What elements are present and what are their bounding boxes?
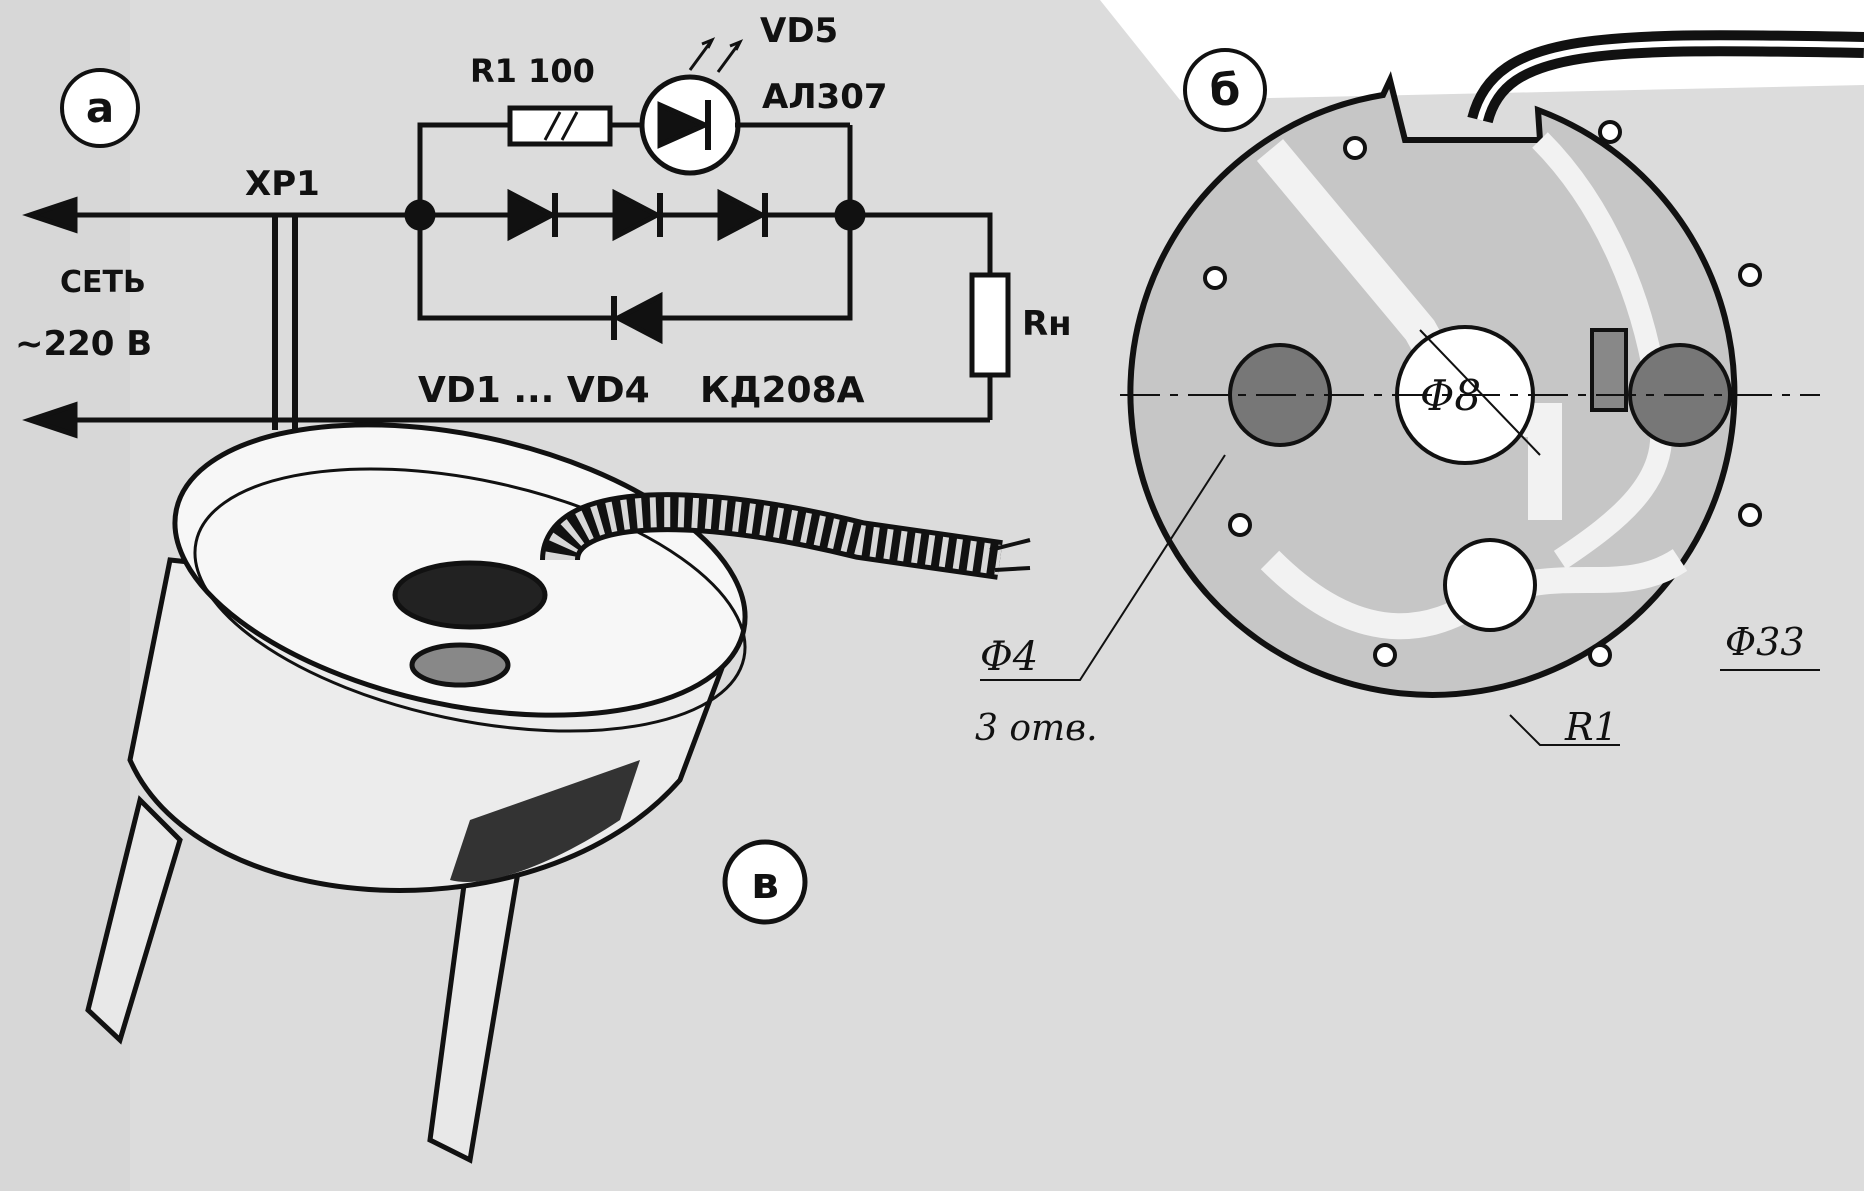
panel-c-circle (722, 839, 808, 925)
panel-c-label: в (751, 858, 779, 909)
led-label: VD5 (760, 11, 838, 51)
diode-vd4 (611, 291, 663, 345)
schematic (22, 37, 1011, 439)
pcb-drawing (980, 30, 1864, 746)
panel-a-label: а (86, 83, 114, 132)
load-wire-top (850, 212, 993, 275)
mains-label: СЕТЬ (60, 265, 146, 300)
pcb-resistor (1590, 328, 1628, 412)
notch-radius-label: R1 (1564, 705, 1618, 749)
plug-label: XP1 (245, 164, 320, 204)
device-window (392, 560, 548, 630)
diode-type-label: КД208А (700, 370, 865, 411)
leader-phi4 (980, 454, 1226, 681)
device-drawing (85, 422, 1031, 1164)
leader-r1 (1509, 714, 1620, 746)
led-light-arrow-icon (688, 37, 716, 71)
board-diameter-label: Φ33 (1725, 620, 1805, 664)
mount-hole-label: Φ4 (980, 634, 1038, 680)
device-led-lens (409, 642, 511, 688)
arrow-bottom-icon (22, 401, 78, 439)
led-type-label: АЛ307 (762, 77, 888, 117)
mount-hole-count: 3 отв. (975, 708, 1098, 749)
center-hole-label: Φ8 (1420, 371, 1481, 420)
branch-top-left (417, 122, 510, 215)
diode-vd1 (507, 188, 558, 242)
device-cable (540, 492, 1003, 580)
panel-b-circle (1183, 48, 1267, 132)
load-resistor (969, 272, 1011, 378)
diode-vd3 (717, 188, 768, 242)
load-label: Rн (1022, 304, 1072, 344)
panel-b-label: б (1210, 65, 1241, 116)
diode-vd2 (612, 188, 663, 242)
mains-voltage-label: ~220 В (15, 324, 152, 364)
resistor-label: R1 100 (470, 52, 595, 90)
diodes-label: VD1 ... VD4 (418, 370, 650, 411)
pin-left (85, 795, 183, 1045)
arrow-top-icon (22, 196, 78, 234)
panel-a-circle (60, 68, 140, 148)
mount-hole-bottom (1443, 538, 1537, 632)
